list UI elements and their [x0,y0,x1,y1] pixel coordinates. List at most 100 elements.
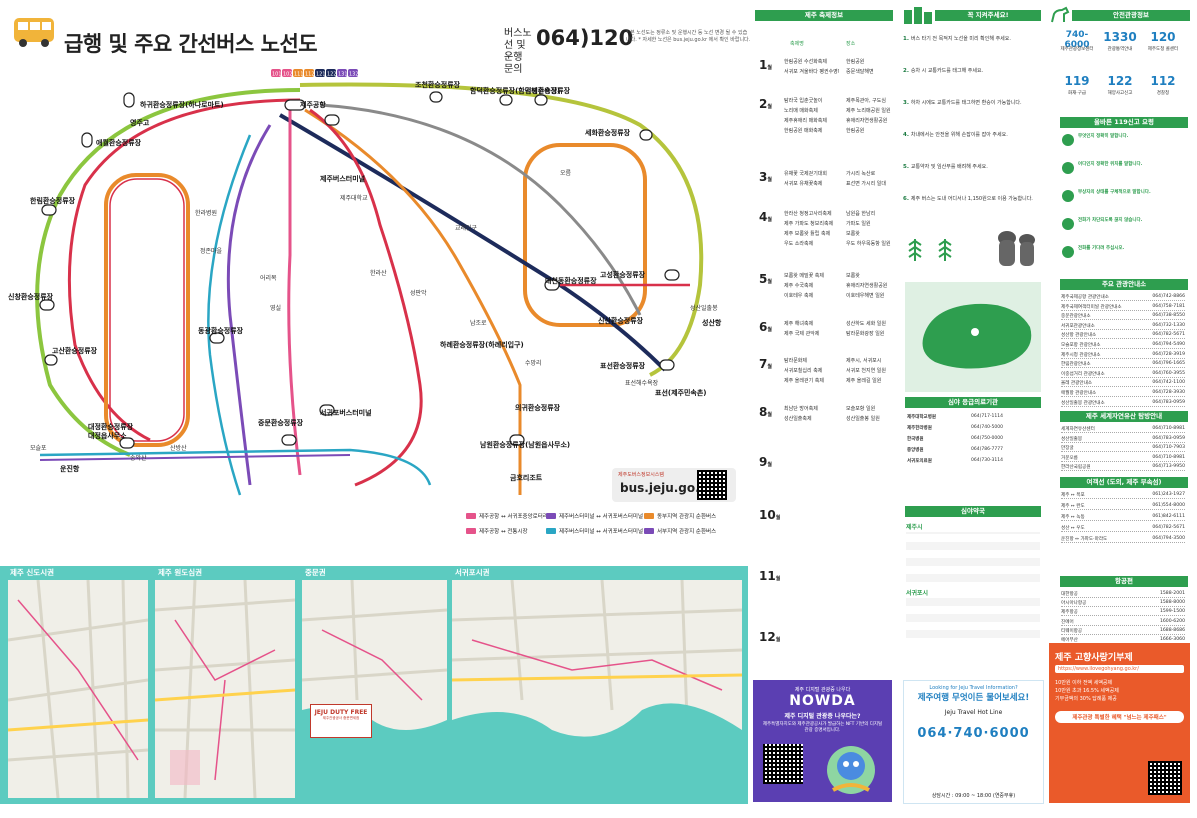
hometown-donation-promo[interactable]: 제주 고향사랑기부제 https://www.ilovegohyang.go.k… [1049,643,1190,803]
air-row: 제주항공 1599-1500 [1061,609,1185,617]
nowda-promo[interactable]: 제주 디지털 관광증 나우다 NOWDA 제주 디지털 관광증 나우다는? 제주… [753,680,892,802]
attraction-row-phone[interactable]: 064)742-1100 [1152,380,1185,386]
air-row-label: 제주항공 [1061,610,1078,616]
attraction-row-phone[interactable]: 064)796-1665 [1152,361,1185,367]
bus-info-url[interactable]: bus.jeju.go.kr [620,481,714,495]
attraction-row-phone[interactable]: 064)742-8866 [1152,294,1185,299]
festival-name: 보롬왓 메밀꽃 축제 [784,273,824,279]
safety-number[interactable]: 740-6000 [1064,30,1090,50]
attraction-row-phone[interactable]: 064)760-3955 [1152,370,1185,376]
month-number: 6월 [759,320,772,334]
festival-name: 한라산 청정고사리축제 [784,211,832,217]
nowda-headline: 제주 디지털 관광증 나우다는? [784,713,861,720]
hospital-phone[interactable]: 064)786-7777 [971,447,1004,452]
safety-number[interactable]: 1330 [1103,30,1137,44]
attraction-row-phone[interactable]: 064)732-1330 [1152,322,1185,328]
air-row-phone[interactable]: 1666-3060 [1159,637,1185,642]
festival-place: 휴애리자연생활공원 [846,283,888,289]
station-label: 서귀포버스터미널 [320,408,372,417]
station-label: 한라산 [370,269,387,277]
festival-name: 제주 국제 관악제 [784,331,820,337]
inset-map-seogwipo[interactable] [452,580,742,798]
heritage-row-phone[interactable]: 064)783-0959 [1152,435,1185,441]
station-label: 고산환승정류장 [52,346,98,355]
station-label: 대정읍사무소 [88,431,127,440]
safety-tip: 어디인지 정확한 위치를 말합니다. [1078,162,1143,167]
travel-hotline-promo[interactable]: Looking for Jeju Travel Information? 제주여… [903,680,1044,804]
month-number: 11월 [759,569,781,583]
safety-number[interactable]: 122 [1107,74,1133,88]
attraction-row-label: 성산일출봉 관광안내소 [1061,400,1105,406]
safety-number[interactable]: 120 [1150,30,1176,44]
festival-place: 가시리 녹산로 [846,171,876,177]
station-label: 대정환승정류장 [88,422,134,431]
hospital-phone[interactable]: 064)740-5000 [971,425,1004,430]
hospital-phone[interactable]: 064)717-1114 [971,414,1004,419]
air-row-phone[interactable]: 1588-2001 [1159,591,1185,596]
ferry-row-phone[interactable]: 064)782-5671 [1152,525,1185,530]
festival-name: 제주휴애리 매화축제 [784,118,827,124]
month-number: 2월 [759,97,772,111]
hotline-number[interactable]: 064·740·6000 [917,726,1030,741]
gohyang-url[interactable]: https://www.ilovegohyang.go.kr/ [1055,665,1184,673]
air-row-label: 아시아나항공 [1061,601,1087,607]
air-row-phone[interactable]: 1688-8686 [1159,627,1185,633]
attraction-row-phone[interactable]: 064)758-7181 [1152,303,1185,309]
hospital-phone[interactable]: 064)730-3114 [971,458,1004,463]
safety-number[interactable]: 119 [1064,74,1090,88]
safety-caption: 경찰청 [1156,91,1170,96]
ferry-header: 여객선 (도외, 제주 부속섬) [1060,477,1188,488]
inset-map-wondosim[interactable] [155,580,295,798]
attraction-row-label: 제주국제여객터미널 관광안내소 [1061,304,1122,310]
festival-place: 제주목관아, 구도심 [846,98,886,104]
svg-text:122: 122 [327,72,337,78]
air-header: 항공편 [1060,576,1188,587]
station-label: 모슬포 [30,444,47,452]
festival-name: 탐라국 입춘굿놀이 [784,98,823,104]
attraction-row-phone[interactable]: 064)728-3930 [1152,390,1185,395]
attraction-row-phone[interactable]: 064)782-5671 [1152,332,1185,338]
ferry-row-phone[interactable]: 061)243-1927 [1152,492,1185,497]
legend-item: 서부지역 관광지 순환버스 [644,527,716,535]
attraction-row-label: 서귀포관광안내소 [1061,323,1095,329]
heritage-row-phone[interactable]: 064)710-8981 [1152,454,1185,460]
attraction-row-phone[interactable]: 064)728-3919 [1152,351,1185,357]
heritage-row-label: 한라산국립공원 [1061,465,1091,470]
attraction-row-phone[interactable]: 064)783-0959 [1152,399,1185,405]
attraction-row-phone[interactable]: 064)794-5490 [1152,342,1185,347]
festival-place: 성산일출봉 일원 [846,416,880,422]
hospital-header: 심야 응급의료기관 [905,397,1041,408]
hotline-hours: 상담시간 : 09:00 ~ 18:00 (연중무휴) [931,793,1016,799]
heritage-row-phone[interactable]: 064)710-7903 [1152,445,1185,450]
ferry-row-phone[interactable]: 064)794-3500 [1152,536,1185,541]
safety-caption: 화재·구급 [1068,91,1086,96]
route-badge: 111 [293,69,304,78]
attraction-row-label: 모슬포항 관광안내소 [1061,343,1101,348]
hospital-phone[interactable]: 064)750-0000 [971,436,1004,441]
ferry-row-phone[interactable]: 061)554-8000 [1152,503,1185,508]
duty-free-sub: 제주관광공사 중문면세점 [322,716,360,720]
air-row-phone[interactable]: 1588-8000 [1159,600,1185,606]
station-label: 제주대학교 [340,194,368,202]
attraction-row-phone[interactable]: 064)738-8550 [1152,313,1185,319]
inset-map-jungmun[interactable]: JEJU DUTY FREE 제주관광공사 중문면세점 [302,580,447,798]
heritage-row-phone[interactable]: 064)710-8981 [1152,426,1185,431]
notice-text: * 본 노선도는 정류소 및 운행시간 등 노선 변경 될 수 있습니다. * … [626,30,751,43]
route-badge: 102 [282,69,293,78]
ferry-row-phone[interactable]: 061)842-6111 [1152,514,1185,519]
air-row-phone[interactable]: 1599-1500 [1159,609,1185,615]
station-label: 어리목 [260,274,277,282]
inset-map-sindosi[interactable] [8,580,148,798]
safety-number[interactable]: 112 [1150,74,1176,88]
hotline-caption: Looking for Jeju Travel Information? [929,685,1018,691]
month-number: 1월 [759,58,772,72]
festival-name: 한림공원 수선화축제 [784,59,827,65]
air-row-phone[interactable]: 1600-6200 [1159,618,1185,624]
heritage-row-phone[interactable]: 064)713-9950 [1152,464,1185,469]
inset-title: 중문권 [305,568,326,577]
